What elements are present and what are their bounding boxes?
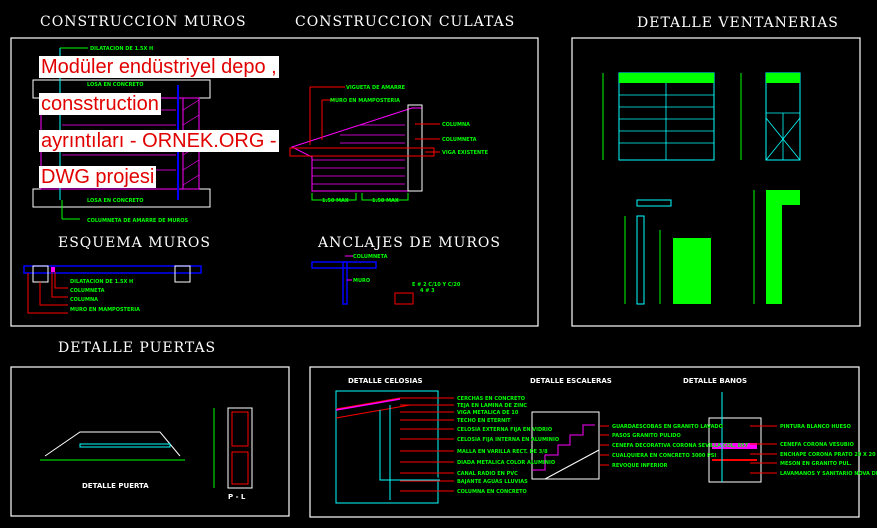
title-detalle-puertas: DETALLE PUERTAS xyxy=(58,340,216,356)
detail-label: VIGA METALICA DE 10 xyxy=(457,410,519,416)
dim-2: 1.50 MAX xyxy=(372,198,399,204)
title-detalle-banos: DETALLE BANOS xyxy=(683,377,747,385)
label-losa-bottom: LOSA EN CONCRETO xyxy=(87,198,144,204)
title-detalle-escaleras: DETALLE ESCALERAS xyxy=(530,377,612,385)
label-detalle-puerta: DETALLE PUERTA xyxy=(82,482,149,490)
detail-label: COLUMNA EN CONCRETO xyxy=(457,489,527,495)
label-esquema-muro: MURO EN MAMPOSTERIA xyxy=(70,307,140,313)
detail-label: ENCHAPE CORONA PRATO 20 X 20 xyxy=(780,452,876,458)
detail-label: MALLA EN VARILLA RECT. DE 3/8 xyxy=(457,449,548,455)
label-estribo: E # 2 C/10 Y C/20 xyxy=(412,282,461,288)
detail-label: CERCHAS EN CONCRETO xyxy=(457,396,525,402)
label-anclaje-muro: MURO xyxy=(353,278,370,284)
detail-label: TEJA EN LAMINA DE ZINC xyxy=(457,403,527,409)
watermark-line-4: DWG projesi xyxy=(39,166,157,188)
label-columneta: COLUMNETA xyxy=(442,137,477,143)
detail-label: CELOSIA EXTERNA FIJA EN VIDRIO xyxy=(457,427,552,433)
title-construccion-muros: CONSTRUCCION MUROS xyxy=(40,14,247,30)
ventanerias-drawing xyxy=(602,72,801,305)
watermark-line-2: consstruction xyxy=(39,93,161,115)
label-viga-existente: VIGA EXISTENTE xyxy=(442,150,489,156)
label-p-l: P - L xyxy=(228,493,246,501)
label-varilla: 4 # 3 xyxy=(420,288,435,294)
puertas-drawing: DETALLE PUERTA P - L xyxy=(40,407,253,501)
culatas-drawing: VIGUETA DE AMARRE MURO EN MAMPOSTERIA CO… xyxy=(289,85,489,204)
esquema-drawing: DILATACION DE 1.5X H COLUMNETA COLUMNA M… xyxy=(23,265,202,314)
frame-details xyxy=(309,366,860,518)
label-esquema-columna: COLUMNA xyxy=(70,297,98,303)
frame-muros-culatas xyxy=(10,37,539,327)
detail-label: CUALQUIERA EN CONCRETO 3000 PSI xyxy=(612,453,716,459)
detail-label: PINTURA BLANCO HUESO xyxy=(780,424,851,430)
anclajes-drawing: COLUMNETA MURO E # 2 C/10 Y C/20 4 # 3 xyxy=(311,254,461,305)
detail-label: CANAL RADIO EN PVC xyxy=(457,471,518,477)
title-anclajes-muros: ANCLAJES DE MUROS xyxy=(317,235,501,251)
label-esquema-columneta: COLUMNETA xyxy=(70,288,105,294)
label-anclaje-columneta: COLUMNETA xyxy=(353,254,388,260)
detail-label: REVOQUE INFERIOR xyxy=(612,463,668,469)
title-esquema-muros: ESQUEMA MUROS xyxy=(58,235,211,251)
label-dilatacion-top: DILATACION DE 1.5X H xyxy=(90,46,153,52)
label-columneta-amarre: COLUMNETA DE AMARRE DE MUROS xyxy=(87,218,189,224)
detail-label: LAVAMANOS Y SANITARIO NOVA DE CORONA xyxy=(780,471,877,477)
details-drawing: DETALLE CELOSIAS DETALLE ESCALERAS DETAL… xyxy=(335,377,762,504)
title-construccion-culatas: CONSTRUCCION CULATAS xyxy=(295,14,515,30)
detail-label: CENEFA DECORATIVA CORONA SEVILLA COL. 85… xyxy=(612,443,749,449)
detail-label: GUARDAESCOBAS EN GRANITO LAVADO xyxy=(612,424,723,430)
label-muro-mamposteria: MURO EN MAMPOSTERIA xyxy=(330,98,400,104)
detail-label: CENEFA CORONA VESUBIO xyxy=(780,442,854,448)
detail-label: PASOS GRANITO PULIDO xyxy=(612,433,681,439)
detail-label: CELOSIA FIJA INTERNA EN ALUMINIO xyxy=(457,437,559,443)
watermark-line-3: ayrıntıları - ORNEK.ORG - xyxy=(39,130,279,152)
label-esquema-dilatacion: DILATACION DE 1.5X H xyxy=(70,279,133,285)
dim-1: 1.50 MAX xyxy=(322,198,349,204)
detail-label: TECHO EN ETERNIT xyxy=(457,418,511,424)
watermark-line-1: Modüler endüstriyel depo , xyxy=(39,56,279,78)
label-losa-top: LOSA EN CONCRETO xyxy=(87,82,144,88)
detail-label: DIADA METALICA COLOR ALUMINIO xyxy=(457,460,555,466)
label-columna: COLUMNA xyxy=(442,122,470,128)
label-vigueta-amarre: VIGUETA DE AMARRE xyxy=(346,85,406,91)
frame-ventanerias xyxy=(571,37,861,327)
detail-label: BAJANTE AGUAS LLUVIAS xyxy=(457,479,528,485)
frame-puertas xyxy=(10,366,290,517)
title-detalle-celosias: DETALLE CELOSIAS xyxy=(348,377,423,385)
title-detalle-ventanerias: DETALLE VENTANERIAS xyxy=(637,15,839,31)
detail-label: MESON EN GRANITO PUL. xyxy=(780,461,852,467)
